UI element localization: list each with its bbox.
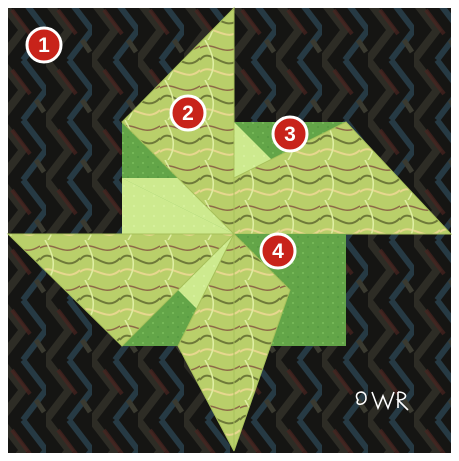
- marker-1: 1: [27, 28, 61, 62]
- marker-4-label: 4: [272, 240, 284, 263]
- marker-4: 4: [261, 234, 295, 268]
- marker-2: 2: [171, 96, 205, 130]
- marker-1-label: 1: [38, 34, 50, 57]
- marker-2-label: 2: [182, 102, 194, 125]
- marker-3: 3: [273, 117, 307, 151]
- marker-3-label: 3: [284, 123, 296, 146]
